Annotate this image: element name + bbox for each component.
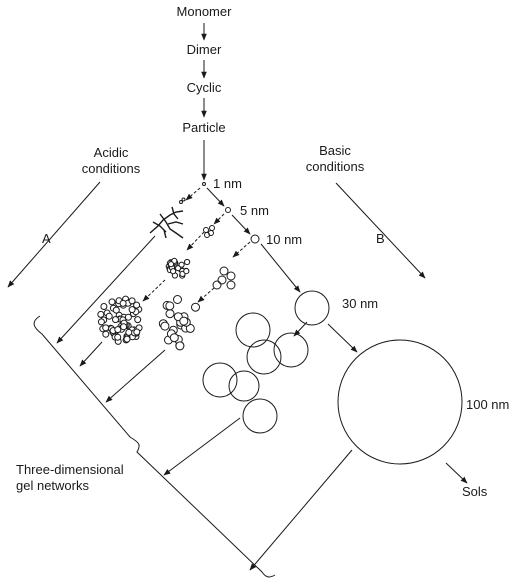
network-dense-large — [97, 295, 143, 345]
network-dense-large-particle — [97, 310, 105, 318]
path-b-label: B — [376, 231, 385, 246]
particle-1nm — [202, 182, 206, 186]
arrow-5nm-10nm — [231, 214, 251, 235]
size-1nm: 1 nm — [213, 176, 242, 191]
cluster-dense-small-particle — [184, 258, 191, 266]
network-dense-large-particle — [123, 335, 131, 343]
network-dense-large-particle — [134, 316, 142, 324]
path-a-label: A — [42, 231, 51, 246]
network-dense-large-particle — [105, 312, 113, 320]
network-dense-large-particle — [102, 324, 110, 332]
network-10nm-particle — [165, 301, 175, 311]
gel-label-line2: gel networks — [16, 478, 89, 493]
network-dense-large-particle — [112, 316, 119, 324]
cluster-dense-small-particle — [178, 261, 185, 268]
network-dense-large-particle — [128, 297, 136, 305]
cluster-dense-small-particle — [170, 268, 177, 275]
gel-label-line1: Three-dimensional — [16, 462, 124, 477]
network-10nm-particle — [173, 295, 182, 304]
arrow-net10-gel — [105, 349, 166, 403]
network-10nm-particle — [185, 323, 195, 333]
network-dense-large-particle — [119, 299, 127, 307]
network-dense-large-particle — [112, 306, 120, 314]
cluster-10nm-small — [212, 266, 236, 290]
cluster-dense-small — [165, 257, 191, 279]
size-100nm: 100 nm — [466, 397, 510, 412]
acidic-label: Acidic conditions — [66, 145, 156, 177]
particle-30nm — [294, 290, 330, 326]
network-dense-large-particle — [120, 323, 128, 331]
size-5nm: 5 nm — [240, 203, 269, 218]
network-dense-large-particle — [124, 313, 132, 321]
arrow-1nm-chain — [185, 187, 201, 201]
arrow-aggregate-gel — [163, 417, 241, 476]
cluster-dense-small-particle — [175, 265, 182, 272]
network-10nm-particle — [175, 341, 185, 351]
arrow-basic-b — [335, 182, 426, 279]
arrow-cluster-to-big — [142, 279, 166, 302]
arrow-cluster-small-to-net — [186, 231, 205, 251]
particle-5nm — [225, 207, 231, 213]
gel-networks-label: Three-dimensional gel networks — [16, 462, 124, 494]
particle-100nm — [337, 339, 463, 465]
stage-cyclic: Cyclic — [186, 80, 222, 95]
stage-particle: Particle — [182, 120, 226, 135]
molecular-network — [149, 206, 184, 239]
network-10nm-particle — [169, 333, 179, 343]
network-dense-large-particle — [133, 301, 141, 309]
network-10nm-particle — [179, 316, 189, 326]
basic-label-line1: Basic — [319, 143, 351, 158]
arrow-chain-gel — [56, 235, 156, 344]
network-dense-large-particle — [133, 328, 141, 336]
size-30nm: 30 nm — [342, 296, 379, 311]
cluster-small — [203, 225, 215, 238]
arrow-30nm-100nm — [327, 323, 358, 353]
network-dense-large-particle — [114, 326, 122, 334]
arrow-1nm-5nm — [206, 187, 225, 207]
arrow-100nm-sols — [445, 462, 468, 484]
arrow-100nm-gel — [249, 449, 353, 571]
basic-label: Basic conditions — [290, 143, 380, 175]
network-10nm-particle — [160, 321, 170, 331]
network-dense-large-particle — [114, 333, 122, 341]
arrow-10nm-cluster — [232, 241, 251, 258]
arrow-bignet-gel — [79, 341, 103, 367]
gel-bracket — [33, 315, 276, 578]
arrow-5nm-cluster — [213, 213, 225, 225]
cluster-dense-small-particle — [183, 268, 190, 275]
network-10nm-particle — [165, 309, 175, 319]
stage-dimer: Dimer — [186, 42, 222, 57]
network-dense-large-particle — [108, 298, 116, 306]
arrow-10nm-30nm — [260, 243, 301, 293]
particle-10nm — [250, 234, 260, 244]
arrow-cluster-10-to-net — [197, 287, 215, 303]
arrow-acidic-a — [7, 181, 101, 288]
chain-fragment — [179, 197, 186, 204]
stage-monomer: Monomer — [176, 4, 232, 19]
network-dense-large-particle — [128, 306, 136, 314]
network-10nm-particle — [191, 302, 200, 312]
acidic-label-line1: Acidic — [93, 145, 129, 160]
size-10nm: 10 nm — [266, 232, 303, 247]
acidic-label-line2: conditions — [81, 161, 141, 176]
network-10nm — [158, 295, 200, 351]
network-dense-large-particle — [100, 303, 108, 310]
basic-label-line2: conditions — [305, 159, 365, 174]
cluster-dense-small-particle — [167, 261, 175, 268]
network-dense-large-particle — [97, 318, 105, 326]
aggregate-large — [202, 312, 309, 434]
network-dense-large-particle — [125, 328, 133, 336]
sols-label: Sols — [462, 484, 488, 499]
